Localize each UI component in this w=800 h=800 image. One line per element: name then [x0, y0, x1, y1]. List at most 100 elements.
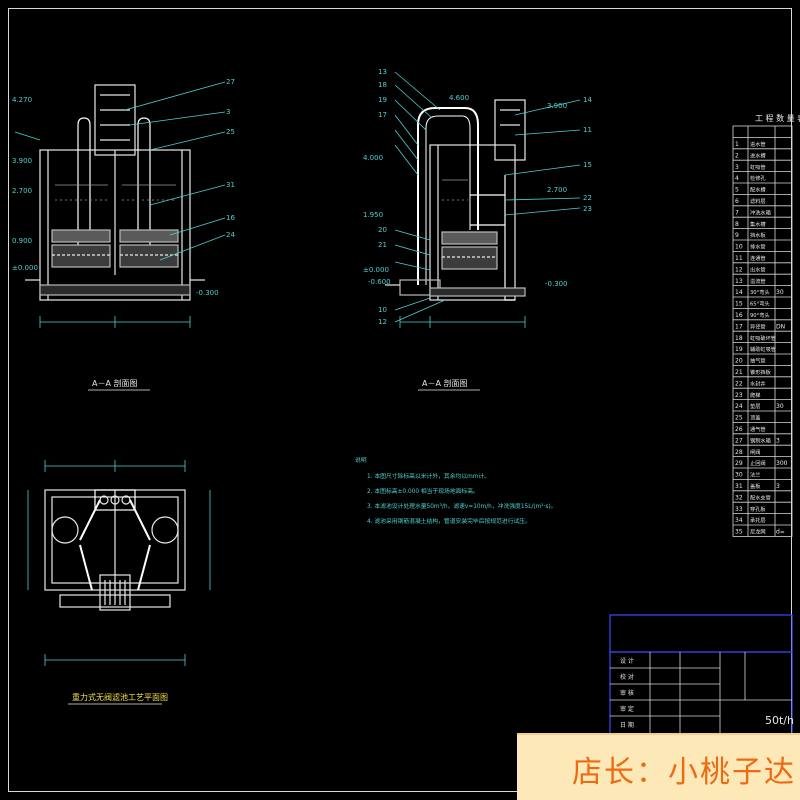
table-cell-name: 溢流管 [750, 277, 766, 285]
table-cell-name: 出水管 [750, 265, 766, 273]
table-cell-name: 闸阀 [750, 448, 760, 456]
table-cell-name: 通气管 [750, 425, 766, 433]
table-cell-spec: d= [776, 529, 785, 536]
callout-left-2: 3 [226, 108, 230, 116]
tb-label-1: 设 计 [620, 657, 634, 665]
table-cell-no: 3 [735, 164, 739, 171]
table-cell-no: 35 [735, 529, 743, 536]
table-cell-name: 穿孔板 [750, 505, 766, 513]
table-cell-no: 22 [735, 380, 743, 387]
notes-heading: 说明 [355, 456, 367, 464]
table-cell-name: 辅助虹吸管 [750, 345, 776, 353]
table-cell-name: 止回阀 [750, 459, 766, 467]
material-table [732, 125, 793, 537]
table-cell-spec: 300 [776, 460, 788, 467]
table-cell-name: 锥形挡板 [750, 368, 772, 376]
table-cell-spec: 30 [776, 403, 784, 410]
table-cell-no: 2 [735, 152, 739, 159]
shop-banner: 店长：小桃子达 [517, 733, 800, 800]
table-cell-no: 15 [735, 301, 743, 308]
callout-left-5: 16 [226, 214, 235, 222]
table-cell-no: 17 [735, 323, 743, 330]
table-cell-no: 12 [735, 266, 743, 273]
table-cell-name: 虹吸破坏管 [750, 334, 776, 342]
table-cell-no: 5 [735, 187, 739, 194]
table-cell-no: 6 [735, 198, 739, 205]
table-cell-name: 水封井 [750, 379, 766, 387]
callout-right-3: 15 [583, 161, 592, 169]
table-cell-no: 24 [735, 403, 743, 410]
table-cell-name: 排水管 [750, 243, 766, 251]
elev-right-4: 4.000 [363, 154, 383, 162]
table-cell-name: 垫层 [750, 402, 760, 410]
table-cell-name: 抽气管 [750, 357, 766, 365]
table-cell-name: 90°弯头 [750, 311, 770, 319]
table-cell-name: 钢制水箱 [750, 436, 771, 444]
callout-right-8: 19 [378, 96, 387, 104]
elev-left-2: 3.900 [12, 157, 32, 165]
notes-line-4: 4. 滤池采用钢筋混凝土结构，管道安装完毕后按规范进行试压。 [367, 517, 531, 525]
tb-label-3: 审 核 [620, 689, 634, 697]
table-cell-no: 1 [735, 141, 739, 148]
table-cell-name: 检修孔 [750, 174, 766, 182]
callout-left-3: 25 [226, 128, 235, 136]
plan-view [44, 489, 186, 611]
table-cell-no: 29 [735, 460, 743, 467]
table-cell-no: 20 [735, 358, 743, 365]
table-cell-no: 34 [735, 517, 743, 524]
table-cell-no: 32 [735, 494, 743, 501]
callout-right-2: 11 [583, 126, 592, 134]
table-cell-name: 虹吸管 [750, 163, 766, 171]
callout-left-6: 24 [226, 231, 235, 239]
callout-right-6: 13 [378, 68, 387, 76]
table-cell-name: 爬梯 [750, 391, 760, 399]
elev-right-3: 2.700 [547, 186, 567, 194]
table-cell-name: 配水支管 [750, 493, 771, 501]
table-cell-no: 11 [735, 255, 743, 262]
table-cell-name: 滤料层 [750, 197, 766, 205]
tower-right [494, 99, 526, 161]
elev-right-2: 3.900 [547, 102, 567, 110]
drain-well [99, 574, 131, 611]
callout-right-4: 22 [583, 194, 592, 202]
table-cell-no: 8 [735, 221, 739, 228]
table-cell-name: 进水槽 [750, 151, 766, 159]
callout-left-4: 31 [226, 181, 235, 189]
table-cell-no: 25 [735, 415, 743, 422]
callout-right-10: 20 [378, 226, 387, 234]
table-cell-name: 异径管 [750, 322, 766, 330]
elev-left-low: -0.300 [196, 289, 219, 297]
tb-project-text: 50t/h [765, 714, 794, 727]
callout-right-13: 12 [378, 318, 387, 326]
elev-right-1: 4.600 [449, 94, 469, 102]
table-cell-no: 9 [735, 232, 739, 239]
table-cell-spec: DN [776, 323, 785, 330]
table-cell-no: 33 [735, 506, 743, 513]
elev-left-1: 4.270 [12, 96, 32, 104]
callout-right-7: 18 [378, 81, 387, 89]
table-cell-no: 28 [735, 449, 743, 456]
callout-right-9: 17 [378, 111, 387, 119]
table-cell-name: 尼龙网 [750, 528, 766, 536]
table-cell-name: 配水槽 [750, 186, 766, 194]
callout-right-5: 23 [583, 205, 592, 213]
table-cell-no: 7 [735, 209, 739, 216]
siphon-tower [94, 84, 136, 156]
table-cell-name: 顶盖 [750, 414, 760, 422]
table-cell-spec: 30 [776, 289, 784, 296]
tb-label-5: 日 期 [620, 721, 634, 729]
table-title: 工 程 数 量 表 [755, 113, 800, 123]
table-cell-name: 挡水板 [750, 231, 766, 239]
table-cell-name: 冲洗水箱 [750, 208, 771, 216]
section-right [385, 99, 526, 301]
tb-label-2: 校 对 [620, 673, 634, 681]
elev-right-7: -0.300 [545, 280, 568, 288]
table-cell-no: 30 [735, 472, 743, 479]
table-cell-name: 承托层 [750, 516, 766, 524]
table-cell-name: 集水槽 [750, 220, 766, 228]
shop-banner-text: 店长：小桃子达 [572, 755, 796, 790]
table-cell-no: 19 [735, 346, 743, 353]
elev-right-8: -0.600 [368, 278, 391, 286]
elev-right-5: 1.950 [363, 211, 383, 219]
